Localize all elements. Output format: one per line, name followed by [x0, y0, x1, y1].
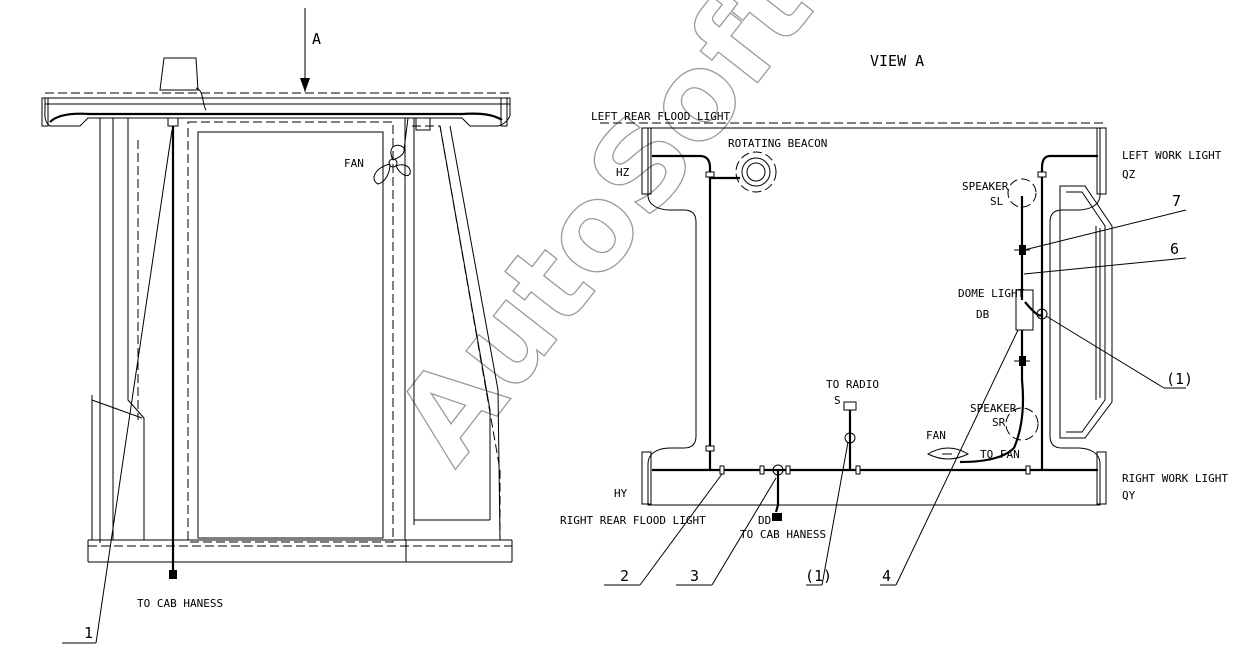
qz-label: QZ [1122, 168, 1136, 181]
fan-icon-top [926, 447, 970, 460]
callout-1-right: (1) [1166, 370, 1193, 388]
view-a-title: VIEW A [870, 52, 924, 70]
hy-label: HY [614, 487, 628, 500]
fan-icon [373, 117, 431, 185]
rotating-beacon-label: ROTATING BEACON [728, 137, 827, 150]
fan-label: FAN [344, 157, 364, 170]
callout-7: 7 [1172, 192, 1181, 210]
dd-label: DD [758, 514, 771, 527]
left-side-view: A [41, 8, 513, 644]
right-rear-flood-light-label: RIGHT REAR FLOOD LIGHT [560, 514, 706, 527]
speaker-sl-icon [1007, 178, 1037, 208]
callout-3: 3 [690, 567, 699, 585]
to-radio-label: TO RADIO [826, 378, 879, 391]
left-rear-flood-light-label: LEFT REAR FLOOD LIGHT [591, 110, 730, 123]
callout-1: 1 [84, 624, 93, 642]
sl-label: SL [990, 195, 1004, 208]
callout-4: 4 [882, 567, 891, 585]
fan-label: FAN [926, 429, 946, 442]
db-label: DB [976, 308, 990, 321]
view-arrow-label: A [312, 30, 321, 48]
right-work-light-label: RIGHT WORK LIGHT [1122, 472, 1228, 485]
callout-2: 2 [620, 567, 629, 585]
sr-label: SR [992, 416, 1006, 429]
watermark: AutoSoft [368, 0, 838, 487]
dome-light-icon [1015, 289, 1034, 331]
to-fan-label: TO FAN [980, 448, 1020, 461]
speaker-sr-icon [1005, 407, 1039, 441]
view-a: VIEW A [560, 52, 1228, 586]
speaker-sl-label: SPEAKER [962, 180, 1009, 193]
qy-label: QY [1122, 489, 1136, 502]
speaker-sr-label: SPEAKER [970, 402, 1017, 415]
hz-label: HZ [616, 166, 630, 179]
to-cab-harness-label: TO CAB HANESS [740, 528, 826, 541]
s-label: S [834, 394, 841, 407]
dome-light-label: DOME LIGHT [958, 287, 1025, 300]
callout-6: 6 [1170, 240, 1179, 258]
rotating-beacon-icon [735, 151, 777, 193]
callout-1-bottom: (1) [805, 567, 832, 585]
cab-harness-label: TO CAB HANESS [137, 597, 223, 610]
left-work-light-label: LEFT WORK LIGHT [1122, 149, 1222, 162]
